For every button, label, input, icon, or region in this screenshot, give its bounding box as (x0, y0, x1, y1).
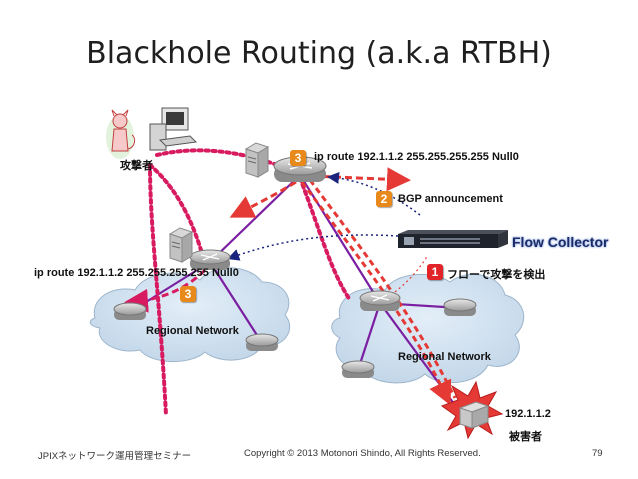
router-right-small-a (443, 298, 477, 316)
regional-network-left-label: Regional Network (146, 325, 239, 337)
edge-router-right (359, 290, 401, 311)
footer-event-name: JPIXネットワーク運用管理セミナー (38, 451, 192, 462)
attack-to-victim (300, 179, 457, 406)
slide-title: Blackhole Routing (a.k.a RTBH) (86, 36, 552, 71)
victim-ip-label: 192.1.1.2 (505, 408, 551, 420)
router-right-small-b (341, 360, 375, 378)
flow-collector-appliance (398, 230, 508, 248)
victim-server-icon (440, 380, 504, 440)
edge-route-config: ip route 192.1.1.2 255.255.255.255 Null0 (34, 267, 239, 279)
flow-collector-label: Flow Collector (512, 234, 609, 250)
step-3-edge-badge: 3 (180, 286, 196, 302)
bgp-announcement-label: BGP announcement (398, 193, 503, 205)
control-plane-arrows (227, 171, 429, 293)
victim-label: 被害者 (509, 431, 542, 443)
detect-flow-label: フローで攻撃を検出 (447, 269, 546, 281)
regional-network-right-label: Regional Network (398, 351, 491, 363)
attack-traffic (148, 148, 352, 417)
step-3-core-badge: 3 (290, 150, 306, 166)
server-icon-left (168, 227, 194, 263)
step-1-badge: 1 (427, 264, 443, 280)
footer-copyright: Copyright © 2013 Motonori Shindo, All Ri… (244, 448, 481, 459)
server-icon-top (244, 142, 270, 178)
attacker-label: 攻撃者 (120, 160, 153, 172)
router-left-small-b (245, 333, 279, 351)
router-left-small-a (113, 302, 147, 320)
step-2-badge: 2 (376, 191, 392, 207)
core-route-config: ip route 192.1.1.2 255.255.255.255 Null0 (314, 151, 519, 163)
attacker-devil-icon (106, 109, 136, 159)
page-number: 79 (592, 448, 603, 459)
attacker-pc-icon (149, 107, 198, 151)
